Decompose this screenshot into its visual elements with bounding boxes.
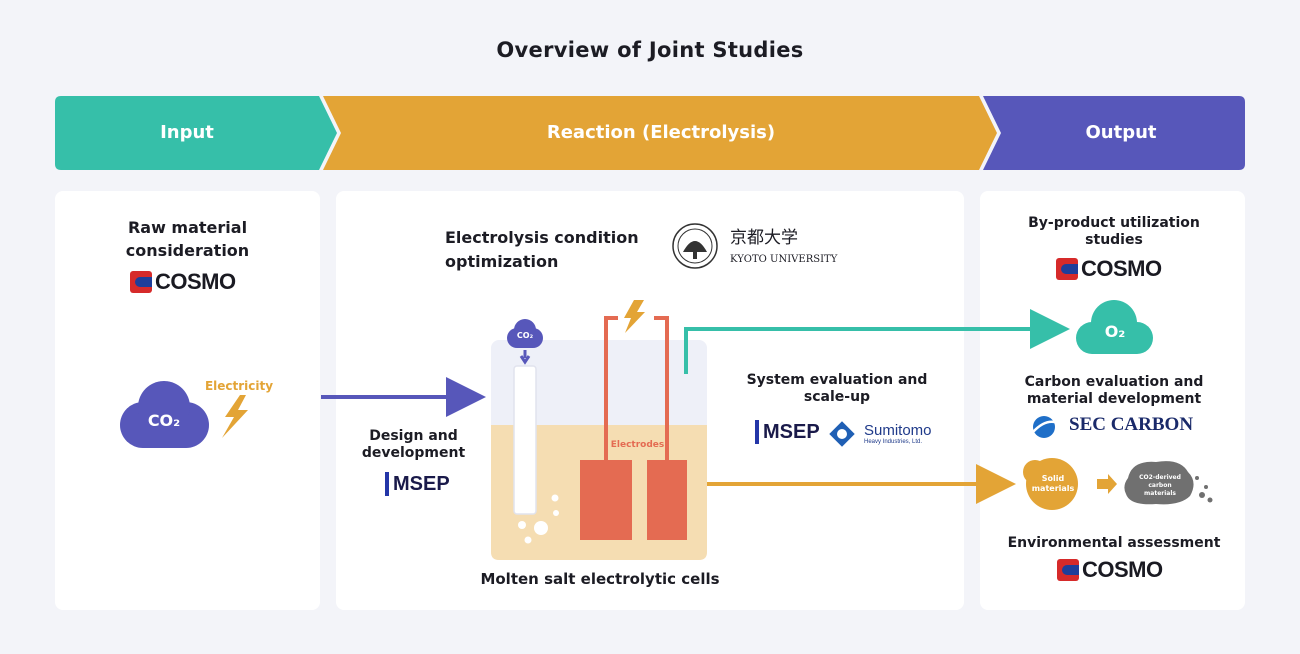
o2-cloud-label: O₂ bbox=[1104, 322, 1126, 341]
electrodes-label: Electrodes bbox=[610, 440, 665, 450]
co2-small-label: CO₂ bbox=[516, 331, 534, 340]
kyoto-emblem-icon bbox=[672, 223, 718, 269]
banner-reaction-label: Reaction (Electrolysis) bbox=[546, 122, 776, 143]
cosmo-logo-byproduct: COSMO bbox=[1056, 256, 1162, 282]
banner-output-shape bbox=[983, 96, 1245, 170]
electricity-label: Electricity bbox=[204, 379, 274, 393]
electrolysis-heading: Electrolysis condition optimization bbox=[445, 228, 639, 271]
msep-logo-design: MSEP bbox=[385, 472, 450, 496]
co2-cloud-label: CO₂ bbox=[147, 411, 181, 430]
process-banner: Input Reaction (Electrolysis) Output bbox=[55, 96, 1245, 170]
kyoto-name-jp: 京都大学 bbox=[730, 228, 798, 248]
raw-material-heading: Raw material consideration bbox=[125, 218, 250, 260]
byproduct-heading: By-product utilization studies bbox=[1028, 215, 1200, 248]
cosmo-mark-icon bbox=[130, 271, 152, 293]
co2-inlet-arrow bbox=[519, 350, 531, 365]
environmental-heading: Environmental assessment bbox=[1007, 535, 1221, 551]
sumitomo-sub: Heavy Industries, Ltd. bbox=[864, 439, 923, 445]
electrode-right bbox=[647, 460, 687, 540]
cosmo-logo-env: COSMO bbox=[1057, 557, 1163, 583]
co2-small-cloud-icon bbox=[507, 319, 543, 348]
msep-mark-icon bbox=[385, 472, 389, 496]
solid-materials-blob bbox=[1023, 458, 1078, 510]
carbon-materials-blob bbox=[1124, 461, 1213, 505]
co2-cloud-icon bbox=[120, 381, 209, 448]
carbon-heading: Carbon evaluation and material developme… bbox=[1024, 374, 1204, 407]
sec-carbon-name: SEC CARBON bbox=[1069, 414, 1194, 435]
msep-logo-system: MSEP bbox=[755, 420, 820, 444]
sumitomo-mark-icon bbox=[829, 421, 855, 447]
electrode-wires bbox=[604, 316, 669, 460]
banner-output-label: Output bbox=[1085, 122, 1157, 143]
cosmo-mark-icon bbox=[1056, 258, 1078, 280]
banner-input-shape bbox=[55, 96, 337, 170]
cosmo-logo-input: COSMO bbox=[130, 269, 236, 295]
o2-cloud-icon bbox=[1076, 300, 1153, 354]
o2-output-arrow bbox=[684, 309, 1070, 374]
electrode-left bbox=[580, 460, 632, 540]
system-evaluation-heading: System evaluation and scale-up bbox=[746, 372, 928, 405]
gas-inlet-tube bbox=[513, 365, 537, 515]
banner-shapes bbox=[55, 96, 1245, 170]
output-panel bbox=[980, 191, 1245, 610]
sec-carbon-mark-icon bbox=[1032, 416, 1056, 438]
sumitomo-name: Sumitomo bbox=[864, 422, 932, 439]
cell-lightning-icon bbox=[624, 300, 645, 333]
carbon-materials-label: CO2-derived carbon materials bbox=[1139, 474, 1181, 497]
bubbles bbox=[518, 494, 559, 544]
lightning-icon bbox=[222, 395, 248, 438]
design-heading: Design and development bbox=[361, 428, 466, 461]
msep-mark-icon bbox=[755, 420, 759, 444]
solid-materials-label: Solid materials bbox=[1031, 474, 1075, 493]
kyoto-name-en: KYOTO UNIVERSITY bbox=[730, 254, 838, 265]
cell-caption: Molten salt electrolytic cells bbox=[480, 570, 720, 588]
banner-reaction-shape bbox=[323, 96, 997, 170]
cosmo-mark-icon bbox=[1057, 559, 1079, 581]
conversion-arrow bbox=[1097, 474, 1117, 494]
banner-input-label: Input bbox=[160, 122, 214, 143]
page-title: Overview of Joint Studies bbox=[496, 38, 804, 62]
